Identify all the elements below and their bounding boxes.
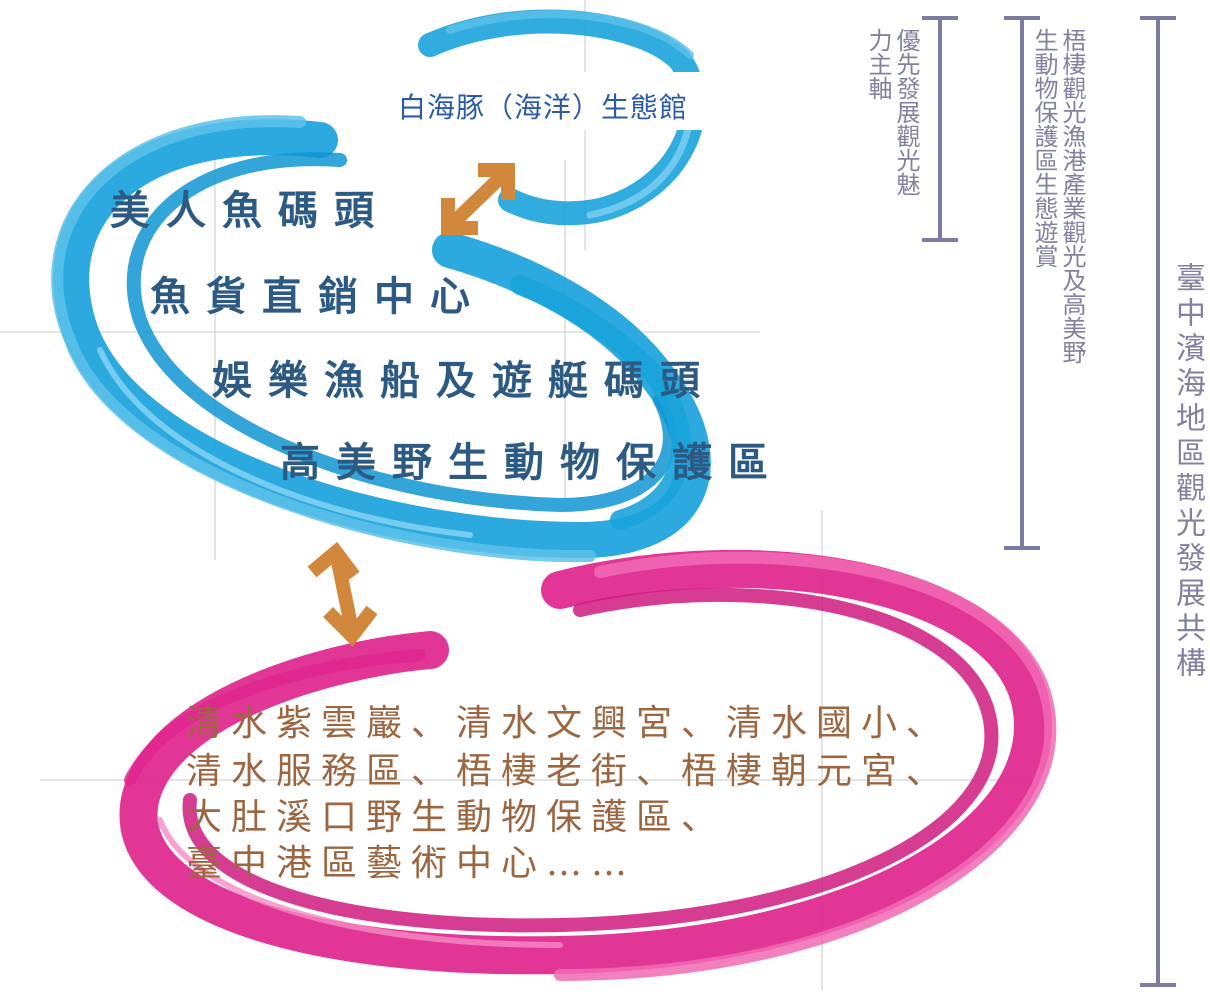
- pink-item-2: 清水服務區、梧棲老街、梧棲朝元宮、: [186, 751, 952, 792]
- blue-swoosh: [51, 115, 711, 563]
- bracket-1: [922, 16, 958, 242]
- bracket-3-label: 臺中濱海地區觀光發展共構: [1170, 262, 1205, 682]
- pink-swoosh: [119, 549, 1057, 981]
- pink-item-3: 大肚溪口野生動物保護區、: [186, 797, 727, 838]
- pink-item-4: 臺中港區藝術中心……: [186, 843, 637, 884]
- blue-item-4: 高美野生動物保護區: [280, 439, 784, 486]
- bracket-2: [1004, 16, 1040, 550]
- top-label: 白海豚（海洋）生態館: [398, 91, 689, 124]
- bracket-2-label: 梧棲觀光漁港產業觀光及高美野生動物保護區生態遊賞: [1030, 28, 1086, 364]
- blue-item-1: 美人魚碼頭: [110, 187, 390, 234]
- double-arrow-top: [441, 163, 515, 235]
- blue-item-2: 魚貨直銷中心: [150, 273, 486, 320]
- pink-item-1: 清水紫雲巖、清水文興宮、清水國小、: [186, 703, 952, 744]
- double-arrow-bottom: [307, 541, 378, 647]
- blue-item-3: 娛樂漁船及遊艇碼頭: [212, 357, 716, 404]
- title-backdrop: [385, 72, 715, 130]
- bracket-3: [1140, 16, 1176, 987]
- bracket-1-label: 優先發展觀光魅力主軸: [864, 28, 920, 196]
